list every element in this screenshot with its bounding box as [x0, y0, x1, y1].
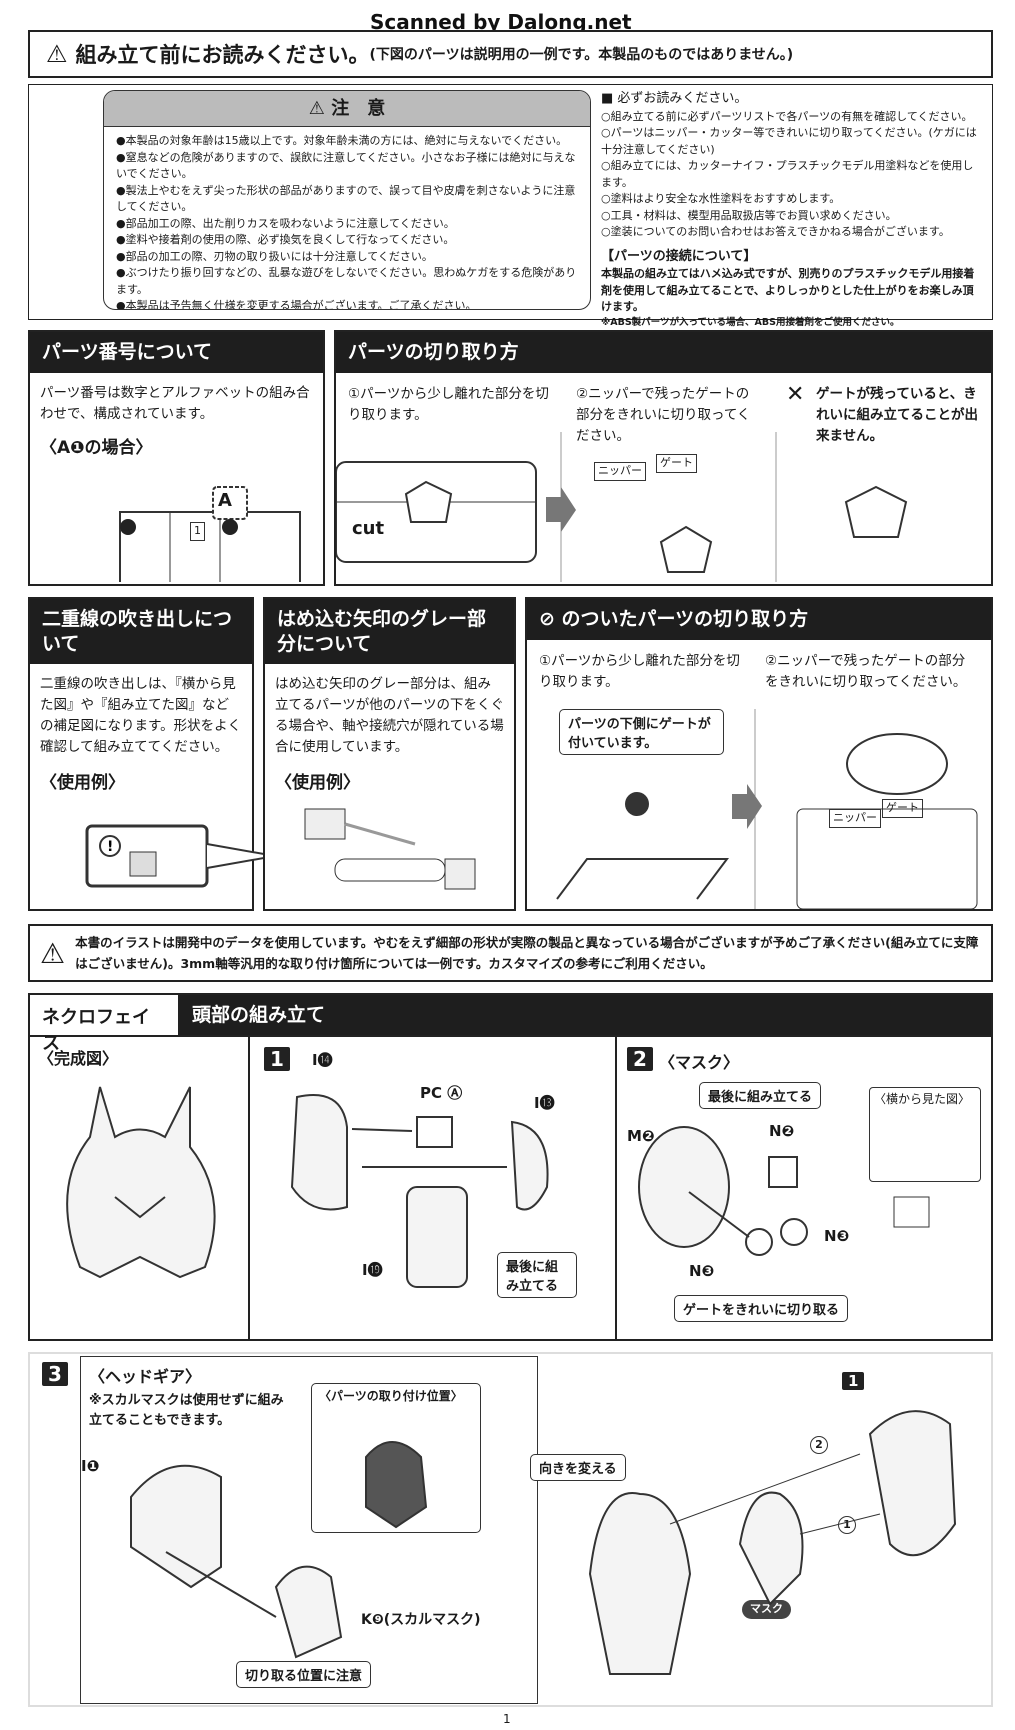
gate-callout: パーツの下側にゲートが付いています。 — [559, 709, 724, 755]
completed-head-illustration — [66, 1086, 216, 1279]
caution-item: ●ぶつけたり振り回すなどの、乱暴な遊びをしないでください。思わぬケガをする危険が… — [116, 266, 577, 296]
must-read: ■ 必ずお読みください。 ○組み立てる前に必ずパーツリストで各パーツの有無を確認… — [601, 89, 981, 330]
panel-title: 二重線の吹き出しについて — [30, 599, 252, 665]
step-number: 3 — [42, 1362, 68, 1386]
page-title: 組み立て前にお読みください。 — [75, 43, 370, 67]
step2-illustration — [638, 1126, 930, 1256]
caution-header: ⚠ 注 意 — [104, 91, 590, 127]
gray-arrow-panel: はめ込む矢印のグレー部分について はめ込む矢印のグレー部分は、組み立てるパーツが… — [263, 597, 516, 911]
caution-item: ●部品の加工の際、刃物の取り扱いには十分注意してください。 — [116, 249, 433, 263]
page-number: 1 — [503, 1712, 511, 1726]
panel-title: パーツの切り取り方 — [336, 332, 991, 373]
headgear-illustration — [588, 1410, 957, 1675]
head-assembly: ネクロフェイス 頭部の組み立て 〈完成図〉 1 I⓮ PC Ⓐ I⓭ I⓳ 最後… — [28, 993, 993, 1341]
caution-box: ⚠ 注 意 ●本製品の対象年齢は15歳以上です。対象年齢未満の方には、絶対に与え… — [103, 90, 591, 310]
step3-box: 〈ヘッドギア〉 ※スカルマスクは使用せずに組み立てることもできます。 〈パーツの… — [80, 1356, 538, 1704]
callout-example: ! — [85, 824, 276, 888]
caution-area: ⚠ 注 意 ●本製品の対象年齢は15歳以上です。対象年齢未満の方には、絶対に与え… — [28, 84, 993, 328]
panel-title: はめ込む矢印のグレー部分について — [265, 599, 514, 665]
runner-illustration — [119, 486, 301, 582]
step1-illustration — [290, 1094, 549, 1288]
warning-icon: ⚠ — [46, 40, 68, 68]
must-read-item: ○組み立てには、カッターナイフ・プラスチックモデル用塗料などを使用します。 — [601, 159, 974, 189]
step-number: 2 — [627, 1047, 653, 1071]
step-number: 1 — [264, 1047, 290, 1071]
caution-item: ●製法上やむをえず尖った形状の部品がありますので、誤って目や皮膚を刺さないように… — [116, 183, 576, 214]
panel-title: パーツ番号について — [30, 332, 323, 373]
notice-bar: ⚠ 本書のイラストは開発中のデータを使用しています。やむをえず細部の形状が実際の… — [28, 924, 993, 982]
caution-item: ●窒息などの危険がありますので、誤飲に注意してください。小さなお子様には絶対に与… — [116, 150, 576, 181]
part-numbers-panel: パーツ番号について パーツ番号は数字とアルファベットの組み合わせで、構成されてい… — [28, 330, 325, 586]
step3-illustration — [130, 1441, 428, 1659]
must-read-item: ○パーツはニッパー・カッター等できれいに切り取ってください。(ケガには十分注意し… — [601, 126, 977, 156]
must-read-item: ○塗装についてのお問い合わせはお答えできかねる場合がございます。 — [601, 225, 950, 238]
must-read-item: ○組み立てる前に必ずパーツリストで各パーツの有無を確認してください。 — [601, 109, 973, 123]
caution-item: ●本製品は予告無く仕様を変更する場合がございます。ご了承ください。 — [116, 299, 477, 310]
page-subtitle: (下図のパーツは説明用の一例です。本製品のものではありません。) — [369, 47, 794, 63]
marked-parts-panel: ⊘ のついたパーツの切り取り方 ①パーツから少し離れた部分を切り取ります。 パー… — [525, 597, 993, 911]
must-read-item: ○塗料はより安全な水性塗料をおすすめします。 — [601, 192, 841, 205]
cutting-illustration — [336, 432, 908, 582]
caution-item: ●部品加工の際、出た削りカスを吸わないように注意してください。 — [116, 216, 455, 230]
panel-title: ⊘ のついたパーツの切り取り方 — [527, 599, 991, 640]
svg-text:!: ! — [107, 839, 113, 855]
x-mark-icon: ✕ — [786, 382, 805, 407]
gate-mark-icon: ⊘ — [539, 608, 562, 630]
must-read-item: ○工具・材料は、模型用品取扱店等でお買い求めください。 — [601, 208, 897, 222]
cutting-panel: パーツの切り取り方 ①パーツから少し離れた部分を切り取ります。 ②ニッパーで残っ… — [334, 330, 993, 586]
header-bar: ⚠ 組み立て前にお読みください。 (下図のパーツは説明用の一例です。本製品のもの… — [28, 30, 993, 78]
warning-icon: ⚠ — [40, 936, 66, 970]
marked-parts-illustration — [556, 709, 978, 909]
caution-item: ●塗料や接着剤の使用の際、必ず換気を良くして行なってください。 — [116, 233, 455, 246]
gray-arrow-illustration — [304, 808, 476, 890]
step3-panel: 3 〈ヘッドギア〉 ※スカルマスクは使用せずに組み立てることもできます。 〈パー… — [28, 1352, 993, 1707]
double-line-panel: 二重線の吹き出しについて 二重線の吹き出しは、『横から見た図』や『組み立てた図』… — [28, 597, 276, 911]
caution-item: ●本製品の対象年齢は15歳以上です。対象年齢未満の方には、絶対に与えないでくださ… — [116, 134, 568, 147]
warning-icon: ⚠ — [308, 98, 332, 119]
